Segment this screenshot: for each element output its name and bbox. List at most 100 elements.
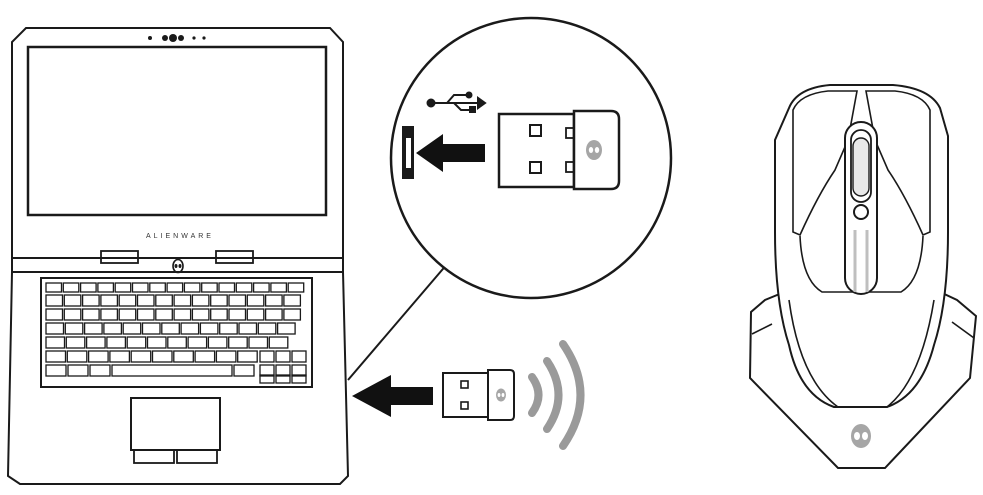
keyboard-key bbox=[228, 294, 247, 307]
usb-dongle-large bbox=[497, 109, 621, 191]
keyboard-key bbox=[65, 336, 86, 349]
keyboard-key bbox=[183, 282, 201, 293]
keyboard-key bbox=[268, 336, 289, 349]
keyboard-key bbox=[114, 282, 132, 293]
alien-head-logo bbox=[172, 258, 184, 274]
keyboard-key bbox=[173, 350, 194, 363]
keyboard-key bbox=[79, 282, 97, 293]
keyboard-key bbox=[64, 322, 84, 335]
keyboard-key bbox=[149, 282, 166, 293]
keyboard-key bbox=[228, 308, 247, 321]
keyboard-key bbox=[218, 282, 236, 293]
mouse-scroll-wheel bbox=[852, 137, 870, 197]
keyboard-key bbox=[45, 336, 66, 349]
keyboard-key bbox=[130, 350, 152, 363]
keyboard-key bbox=[62, 282, 80, 293]
keyboard-key bbox=[118, 294, 137, 307]
keyboard-key bbox=[275, 350, 291, 363]
keyboard-key bbox=[100, 294, 119, 307]
keyboard-key bbox=[235, 282, 253, 293]
keyboard-key bbox=[63, 294, 82, 307]
keyboard-key bbox=[173, 294, 192, 307]
keyboard-key bbox=[264, 308, 283, 321]
keyboard-key bbox=[187, 336, 208, 349]
keyboard-key bbox=[118, 308, 137, 321]
zoom-callout bbox=[347, 16, 673, 381]
keyboard-key bbox=[131, 282, 149, 293]
callout-pointer-line bbox=[347, 262, 449, 381]
keyboard-key bbox=[237, 350, 258, 363]
keyboard-key bbox=[173, 308, 192, 321]
keyboard-key bbox=[259, 350, 275, 363]
laptop-brand-label: ALIENWARE bbox=[146, 233, 214, 240]
keyboard-key bbox=[136, 294, 155, 307]
keyboard-key bbox=[81, 294, 100, 307]
touchpad-right-button bbox=[176, 449, 218, 464]
keyboard-key bbox=[122, 322, 142, 335]
keyboard-key bbox=[201, 282, 218, 293]
keyboard-key bbox=[45, 282, 63, 293]
keyboard-key bbox=[141, 322, 161, 335]
keyboard-key bbox=[67, 364, 89, 377]
keyboard-key bbox=[161, 322, 180, 335]
laptop-base bbox=[6, 271, 350, 485]
keyboard-key bbox=[83, 322, 103, 335]
keyboard-key bbox=[210, 294, 228, 307]
keyboard-key bbox=[259, 364, 275, 377]
touchpad-left-button bbox=[133, 449, 175, 464]
keyboard-key bbox=[275, 374, 291, 384]
keyboard-key bbox=[283, 294, 302, 307]
webcam-icon bbox=[148, 34, 206, 42]
keyboard-key bbox=[63, 308, 82, 321]
keyboard-key bbox=[155, 308, 173, 321]
keyboard-key bbox=[287, 282, 305, 293]
touchpad bbox=[130, 397, 221, 451]
alien-head-logo bbox=[586, 140, 602, 160]
keyboard-key bbox=[85, 336, 106, 349]
keyboard-key bbox=[106, 336, 127, 349]
keyboard-key bbox=[210, 308, 228, 321]
keyboard-key bbox=[259, 374, 275, 384]
keyboard-key bbox=[45, 322, 65, 335]
keyboard-key bbox=[66, 350, 88, 363]
keyboard-key bbox=[228, 336, 248, 349]
keyboard-key bbox=[109, 350, 131, 363]
alien-head-logo bbox=[851, 424, 871, 448]
wireless-signal-icon bbox=[528, 340, 585, 450]
keyboard-key bbox=[252, 282, 270, 293]
keyboard-key bbox=[97, 282, 115, 293]
alien-head-logo bbox=[496, 388, 506, 402]
keyboard-key bbox=[103, 322, 123, 335]
keyboard-key bbox=[248, 336, 269, 349]
keyboard-key bbox=[264, 294, 283, 307]
mouse-right-button bbox=[865, 90, 931, 237]
keyboard-key bbox=[207, 336, 228, 349]
keyboard bbox=[40, 277, 313, 388]
keyboard-key bbox=[233, 364, 255, 377]
keyboard-key bbox=[126, 336, 147, 349]
keyboard-key bbox=[191, 308, 210, 321]
keyboard-key bbox=[111, 364, 233, 377]
keyboard-key bbox=[246, 308, 265, 321]
keyboard-key bbox=[45, 364, 67, 377]
keyboard-key bbox=[87, 350, 109, 363]
keyboard-key bbox=[276, 322, 296, 335]
laptop: ALIENWARE bbox=[6, 27, 350, 485]
keyboard-key bbox=[89, 364, 111, 377]
keyboard-key bbox=[180, 322, 200, 335]
keyboard-key bbox=[167, 336, 187, 349]
keyboard-key bbox=[291, 364, 307, 377]
insert-arrow-icon bbox=[416, 134, 485, 172]
usb-port bbox=[402, 126, 414, 179]
keyboard-key bbox=[246, 294, 265, 307]
keyboard-key bbox=[219, 322, 238, 335]
keyboard-key bbox=[81, 308, 100, 321]
keyboard-key bbox=[45, 308, 64, 321]
keyboard-key bbox=[257, 322, 277, 335]
keyboard-key bbox=[199, 322, 219, 335]
keyboard-key bbox=[215, 350, 237, 363]
keyboard-key bbox=[291, 374, 307, 384]
mouse-left-button bbox=[792, 90, 858, 237]
keyboard-key bbox=[275, 364, 291, 377]
